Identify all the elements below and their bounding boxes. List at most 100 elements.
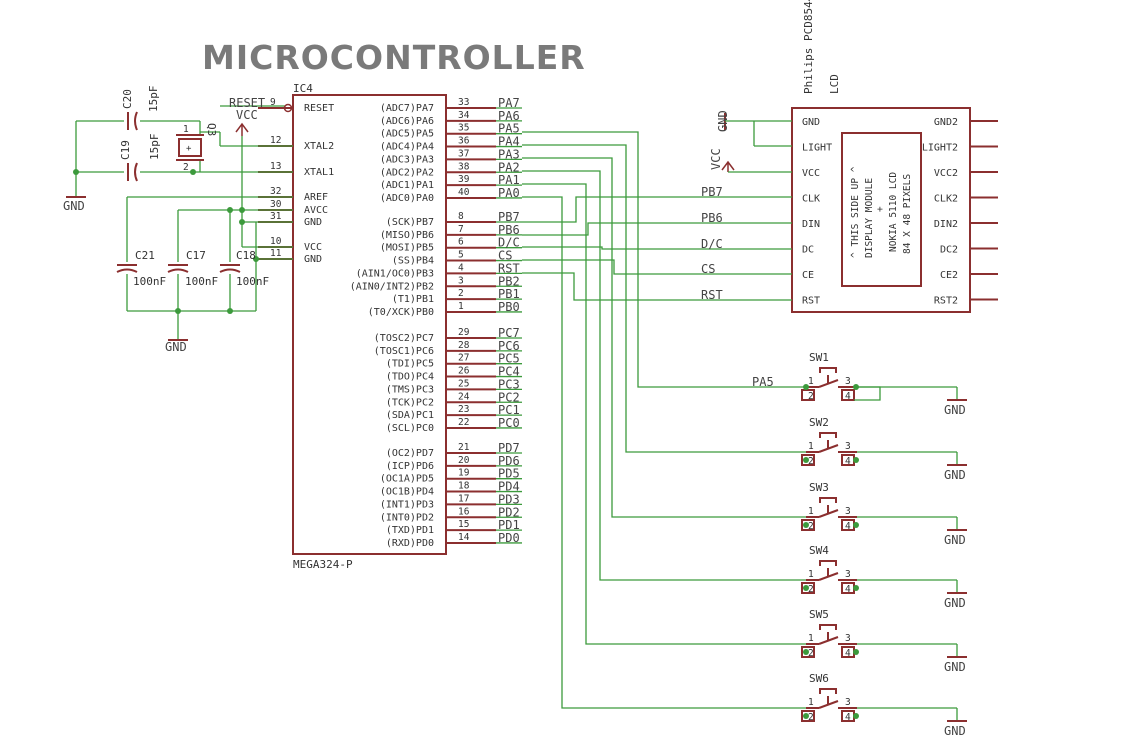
switch-ref: SW3 — [809, 481, 829, 494]
c17-value: 100nF — [185, 275, 218, 288]
c19-value: 15pF — [148, 134, 161, 161]
lcd-inner-5: 84 X 48 PIXELS — [902, 174, 913, 254]
lcd-left-pin: CE — [802, 270, 814, 281]
ic-left-pin-num: 10 — [270, 236, 282, 247]
ic-right-pin-name: (OC1B)PD4 — [380, 487, 434, 498]
lcd-brand: Philips PCD8544 — [802, 0, 815, 94]
switch-pin-4: 4 — [845, 712, 851, 723]
ic-right-net-label: PB7 — [498, 210, 520, 224]
switch-pin-2: 2 — [808, 391, 814, 402]
ic-right-pin-name: (OC1A)PD5 — [380, 474, 434, 485]
ic-right-pin-name: (ADC7)PA7 — [380, 103, 434, 114]
ic-right-net-label: PC7 — [498, 326, 520, 340]
ic-right-pin-name: (SS)PB4 — [392, 256, 434, 267]
ic-right-pin-name: (TMS)PC3 — [386, 384, 434, 395]
switch-array: SW11234GNDSW21234GNDSW31234GNDSW41234GND… — [801, 351, 967, 738]
switch-ref: SW5 — [809, 608, 829, 621]
ic-right-net-label: PC0 — [498, 416, 520, 430]
ic-right-pin-name: (INT1)PD3 — [380, 499, 434, 510]
ic-right-pin-name: (MISO)PB6 — [380, 230, 434, 241]
switch-pin-3: 3 — [845, 506, 851, 517]
q3-pin1: 1 — [183, 124, 189, 135]
vcc-label-lcd: VCC — [709, 148, 723, 170]
ic-right-net-label: RST — [498, 261, 520, 275]
gnd-label-caps: GND — [165, 340, 187, 354]
lcd-right-pin: LIGHT2 — [922, 143, 958, 154]
c20-ref: C20 — [121, 89, 134, 109]
ic-right-pin-name: (TDO)PC4 — [386, 372, 434, 383]
ic-right-pin-name: (AIN1/OC0)PB3 — [356, 268, 434, 279]
ic-right-pin-num: 25 — [458, 378, 469, 389]
ic-right-pin-name: (SDA)PC1 — [386, 410, 434, 421]
ic-right-net-label: PB1 — [498, 287, 520, 301]
switch-routing: PA5 — [522, 131, 806, 709]
ic-right-pin-name: (OC2)PD7 — [386, 448, 434, 459]
lcd-inner-4: NOKIA 5110 LCD — [888, 172, 899, 252]
ic-right-net-label: PD4 — [498, 480, 520, 494]
ic-right-pin-num: 26 — [458, 366, 470, 377]
lcd-right-pin: CLK2 — [934, 194, 958, 205]
lcd-left-pin: CLK — [802, 194, 820, 205]
ic-right-pin-name: (ADC0)PA0 — [380, 193, 434, 204]
switch-pin-3: 3 — [845, 441, 851, 452]
ic-right-pin-num: 6 — [458, 237, 464, 248]
gnd-label-lcd: GND — [716, 110, 730, 132]
lcd-right-pin: DC2 — [940, 245, 958, 256]
ic-left-pins: 9RESET12XTAL213XTAL132AREF30AVCC31GND10V… — [258, 97, 334, 265]
switch-ref: SW4 — [809, 544, 829, 557]
ic-right-pin-name: (TXD)PD1 — [386, 525, 434, 536]
reset-net: RESET VCC — [220, 96, 293, 136]
ic-right-net-label: PA1 — [498, 173, 520, 187]
ic-right-net-label: CS — [498, 249, 512, 263]
switch-pin-4: 4 — [845, 391, 851, 402]
ic-right-pin-name: (ADC2)PA2 — [380, 167, 434, 178]
switch-pin-4: 4 — [845, 521, 851, 532]
switch-pin-3: 3 — [845, 633, 851, 644]
ic-right-net-label: PB6 — [498, 223, 520, 237]
crystal-circuit: C20 15pF C19 15pF + 1 2 Q3 GND — [63, 86, 293, 213]
q3-ref: Q3 — [205, 123, 218, 136]
lcd-net-dc: D/C — [701, 237, 723, 251]
ic-right-pin-name: (TOSC2)PC7 — [374, 333, 434, 344]
ic-right-pin-name: (AIN0/INT2)PB2 — [350, 281, 434, 292]
ic-right-pin-num: 23 — [458, 404, 469, 415]
ic-left-pin-name: AVCC — [304, 205, 328, 216]
ic-right-pin-name: (ADC5)PA5 — [380, 129, 434, 140]
lcd-right-pin: RST2 — [934, 296, 958, 307]
switch-pin-1: 1 — [808, 441, 814, 452]
switch-pin-2: 2 — [808, 521, 814, 532]
ic-right-net-label: PA6 — [498, 109, 520, 123]
switch-pin-2: 2 — [808, 584, 814, 595]
lcd-left-pin: DC — [802, 245, 814, 256]
switch-pin-1: 1 — [808, 376, 814, 387]
c20-value: 15pF — [147, 86, 160, 113]
lcd-inner-3: + — [875, 206, 886, 212]
ic-left-pin-num: 13 — [270, 161, 281, 172]
c17-ref: C17 — [186, 249, 206, 262]
ic-right-net-label: PA2 — [498, 160, 520, 174]
ic-right-net-label: PC3 — [498, 377, 520, 391]
lcd-right-pin: VCC2 — [934, 168, 958, 179]
ic-right-pin-num: 16 — [458, 506, 470, 517]
ic-right-net-label: PC2 — [498, 390, 520, 404]
ic-right-net-label: PD3 — [498, 492, 520, 506]
ic-right-net-label: PA5 — [498, 122, 520, 136]
ic-left-pin-num: 30 — [270, 199, 282, 210]
ic-right-pin-num: 19 — [458, 468, 470, 479]
switch-gnd: GND — [944, 403, 966, 417]
ic-ref: IC4 — [293, 82, 313, 95]
ic-right-pin-num: 34 — [458, 110, 470, 121]
lcd-net-rst: RST — [701, 288, 723, 302]
ic-right-net-label: PD1 — [498, 518, 520, 532]
ic-right-pin-name: (ICP)PD6 — [386, 461, 434, 472]
schematic-title: MICROCONTROLLER — [202, 38, 586, 77]
ic-right-pin-num: 22 — [458, 417, 469, 428]
switch-pin-1: 1 — [808, 506, 814, 517]
svg-text:+: + — [186, 144, 192, 154]
lcd-type: LCD — [828, 74, 841, 94]
ic-left-pin-name: XTAL1 — [304, 167, 334, 178]
